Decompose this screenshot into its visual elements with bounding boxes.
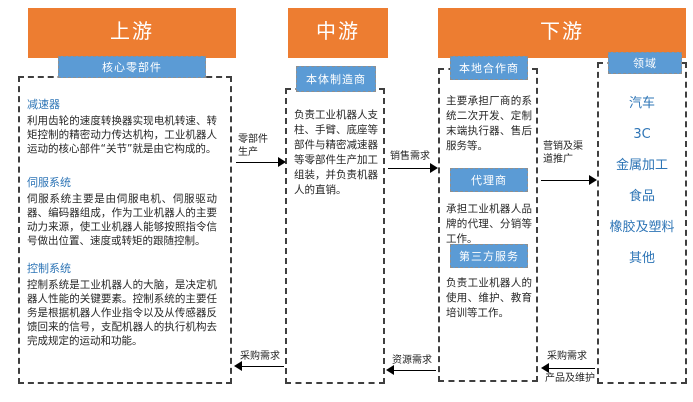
arrow-resource-demand-head-icon (386, 365, 394, 375)
arrow-procurement-upstream-head-icon (234, 361, 242, 371)
arrow-label-procurement-upstream: 采购需求 (240, 351, 280, 362)
arrow-label-marketing-channel: 营销及渠 道推广 (543, 140, 595, 166)
segment-servo-system-title: 伺服系统 (27, 176, 71, 189)
arrow-label-marketing-channel-line2: 道推广 (543, 154, 573, 165)
segment-reducer: 减速器 利用齿轮的速度转换器实现电机转速、转矩控制的精密动力传达机构，工业机器人… (27, 98, 217, 156)
chip-domain: 领域 (608, 52, 682, 74)
chip-core-components: 核心零部件 (58, 56, 206, 78)
arrow-label-sales-demand: 销售需求 (390, 151, 430, 162)
chip-third-party-service: 第三方服务 (450, 244, 528, 268)
arrow-parts-production-line (236, 162, 282, 163)
domain-item-rubber-plastic: 橡胶及塑料 (609, 220, 675, 235)
arrow-label-parts-production-line2: 生产 (238, 147, 258, 158)
segment-control-system: 控制系统 控制系统是工业机器人的大脑，是决定机器人性能的关键要素。控制系统的主要… (27, 262, 217, 348)
agent-description: 承担工业机器人品牌的代理、分销等工作。 (446, 203, 532, 245)
arrow-sales-demand-head-icon (430, 163, 438, 173)
arrow-procurement-upstream-line (238, 366, 284, 367)
domain-item-metal-processing: 金属加工 (615, 158, 668, 173)
arrow-procurement-downstream-head-icon (541, 363, 549, 373)
chip-local-partner: 本地合作商 (450, 56, 528, 80)
segment-reducer-body: 利用齿轮的速度转换器实现电机转速、转矩控制的精密动力传达机构，工业机器人运动的核… (27, 115, 217, 155)
arrow-procurement-downstream-line (545, 368, 595, 369)
segment-servo-system: 伺服系统 伺服系统主要是由伺服电机、伺服驱动器、编码器组成，作为工业机器人的主要… (27, 176, 217, 248)
arrow-marketing-channel-line (541, 180, 593, 181)
arrow-label-procurement-downstream: 采购需求 (547, 351, 587, 362)
arrow-label-parts-production: 零部件 生产 (238, 133, 268, 159)
domain-item-3c: 3C (633, 127, 651, 142)
arrow-label-parts-production-line1: 零部件 (238, 134, 268, 145)
local-partner-description: 主要承担厂商的系统二次开发、定制末端执行器、售后服务等。 (446, 95, 532, 152)
third-party-service-description: 负责工业机器人的使用、维护、教育培训等工作。 (446, 277, 532, 319)
banner-upstream: 上游 (28, 8, 236, 58)
domain-item-automotive: 汽车 (628, 96, 655, 111)
banner-downstream: 下游 (438, 8, 686, 58)
segment-control-system-body: 控制系统是工业机器人的大脑，是决定机器人性能的关键要素。控制系统的主要任务是根据… (27, 279, 217, 347)
arrow-parts-production-head-icon (278, 157, 286, 167)
domain-item-other: 其他 (628, 251, 655, 266)
arrow-label-resource-demand: 资源需求 (392, 355, 432, 366)
segment-control-system-title: 控制系统 (27, 262, 71, 275)
midstream-description: 负责工业机器人支柱、手臂、底座等部件与精密减速器等零部件生产加工组装，并负责机器… (294, 109, 378, 196)
arrow-resource-demand-line (390, 370, 436, 371)
banner-midstream: 中游 (288, 8, 388, 58)
domain-list: 汽车 3C 金属加工 食品 橡胶及塑料 其他 (600, 88, 684, 274)
arrow-label-marketing-channel-line1: 营销及渠 (543, 141, 583, 152)
segment-reducer-title: 减速器 (27, 98, 60, 111)
chip-agent: 代理商 (450, 168, 528, 192)
arrow-sales-demand-line (388, 168, 434, 169)
arrow-label-products-maintenance: 产品及维护 (545, 373, 595, 384)
segment-servo-system-body: 伺服系统主要是由伺服电机、伺服驱动器、编码器组成，作为工业机器人的主要动力来源，… (27, 193, 217, 247)
chip-body-manufacturer: 本体制造商 (296, 66, 376, 92)
domain-item-food: 食品 (628, 189, 655, 204)
arrow-marketing-channel-head-icon (589, 175, 597, 185)
